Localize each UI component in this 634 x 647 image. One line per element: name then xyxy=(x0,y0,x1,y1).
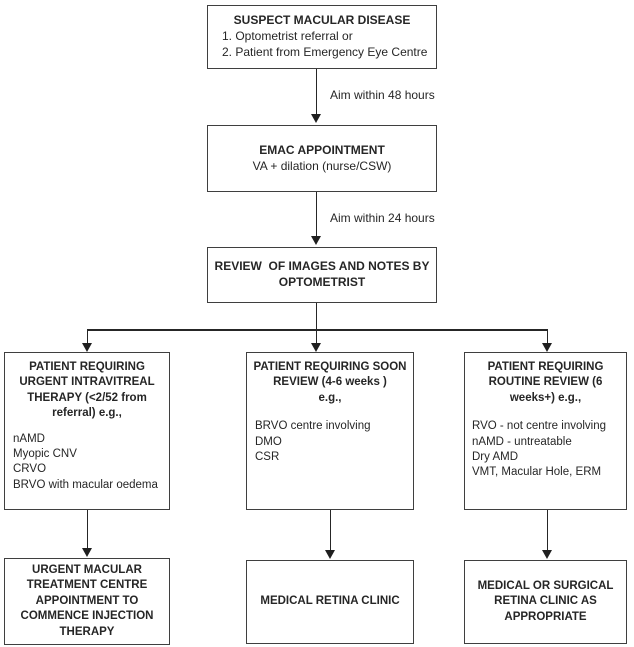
arrowhead-down-icon xyxy=(311,114,321,123)
node-emac-appointment: EMAC APPOINTMENT VA + dilation (nurse/CS… xyxy=(207,125,437,192)
node-title: URGENT MACULAR TREATMENT CENTRE APPOINTM… xyxy=(20,563,154,638)
node-medical-retina-clinic-outcome: MEDICAL RETINA CLINIC xyxy=(246,560,414,644)
node-subtitle: VA + dilation (nurse/CSW) xyxy=(252,158,392,173)
arrow-suspect-to-emac-line xyxy=(315,69,317,115)
arrowhead-down-icon xyxy=(542,550,552,559)
arrowhead-down-icon xyxy=(325,550,335,559)
node-title: PATIENT REQUIRING SOON REVIEW (4-6 weeks… xyxy=(253,361,407,404)
arrowhead-down-icon xyxy=(82,343,92,352)
arrow-routine-to-outcome-line xyxy=(546,510,548,551)
node-suspect-macular-disease: SUSPECT MACULAR DISEASE 1. Optometrist r… xyxy=(207,5,437,69)
branch-right-line xyxy=(546,329,548,344)
arrow-emac-to-review-line xyxy=(315,192,317,237)
arrowhead-down-icon xyxy=(311,343,321,352)
arrowhead-down-icon xyxy=(82,548,92,557)
edge-label-48-hours: Aim within 48 hours xyxy=(330,88,435,102)
node-title: MEDICAL OR SURGICAL RETINA CLINIC AS APP… xyxy=(477,579,614,623)
arrowhead-down-icon xyxy=(311,236,321,245)
branch-horizontal-line xyxy=(87,329,548,331)
node-item-list: RVO - not centre involving nAMD - untrea… xyxy=(472,420,607,479)
node-soon-review: PATIENT REQUIRING SOON REVIEW (4-6 weeks… xyxy=(246,352,414,510)
node-review-images-notes: REVIEW OF IMAGES AND NOTES BY OPTOMETRIS… xyxy=(207,247,437,303)
edge-label-24-hours: Aim within 24 hours xyxy=(330,211,435,225)
arrowhead-down-icon xyxy=(542,343,552,352)
node-urgent-treatment-centre-outcome: URGENT MACULAR TREATMENT CENTRE APPOINTM… xyxy=(4,558,170,645)
node-routine-review: PATIENT REQUIRING ROUTINE REVIEW (6 week… xyxy=(464,352,627,510)
node-title: PATIENT REQUIRING URGENT INTRAVITREAL TH… xyxy=(19,361,155,420)
branch-middle-line xyxy=(315,329,317,344)
node-title: SUSPECT MACULAR DISEASE xyxy=(233,13,411,27)
node-title: EMAC APPOINTMENT xyxy=(259,142,385,157)
arrow-soon-to-outcome-line xyxy=(329,510,331,551)
node-title: REVIEW OF IMAGES AND NOTES BY OPTOMETRIS… xyxy=(214,259,430,289)
arrow-urgent-to-outcome-line xyxy=(86,510,88,549)
node-urgent-intravitreal-therapy: PATIENT REQUIRING URGENT INTRAVITREAL TH… xyxy=(4,352,170,510)
node-item-list: BRVO centre involving DMO CSR xyxy=(255,420,371,464)
branch-stem-line xyxy=(315,303,317,330)
node-item-list: 1. Optometrist referral or 2. Patient fr… xyxy=(222,28,428,59)
node-title: PATIENT REQUIRING ROUTINE REVIEW (6 week… xyxy=(487,361,604,404)
node-medical-or-surgical-retina-clinic-outcome: MEDICAL OR SURGICAL RETINA CLINIC AS APP… xyxy=(464,560,627,644)
node-item-list: nAMD Myopic CNV CRVO BRVO with macular o… xyxy=(13,432,158,491)
node-title: MEDICAL RETINA CLINIC xyxy=(260,595,400,608)
branch-left-line xyxy=(86,329,88,344)
